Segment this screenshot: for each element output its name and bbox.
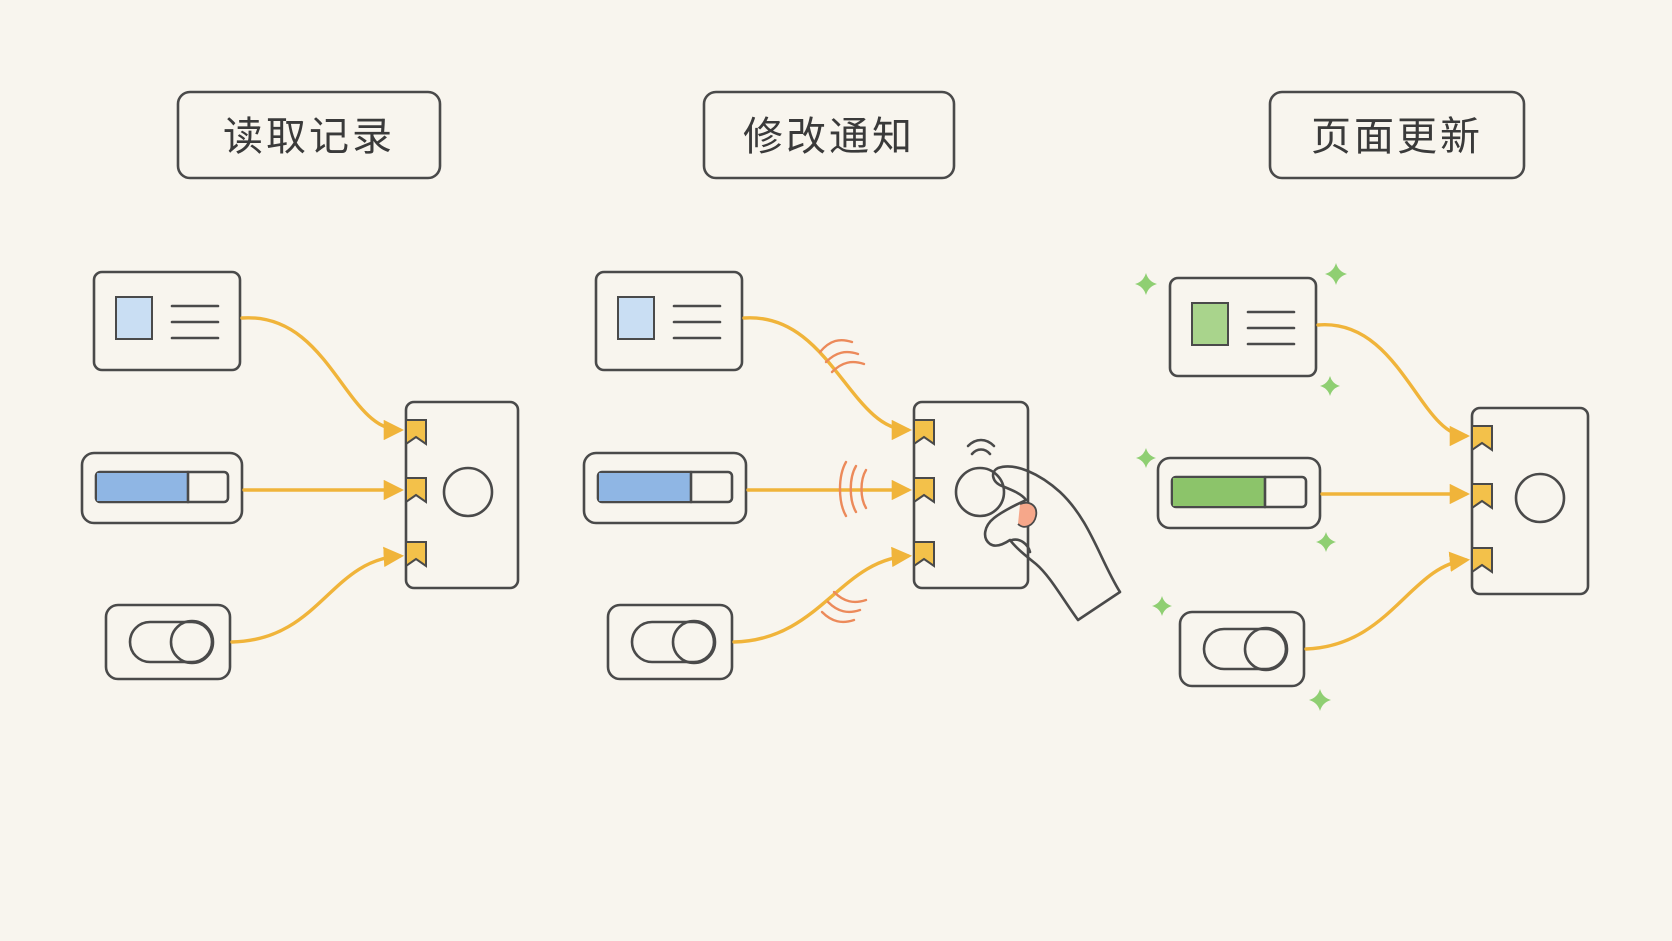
card-widget-icon xyxy=(594,270,744,372)
progress-bar-widget-icon xyxy=(80,451,244,525)
stage-read-title: 读取记录 xyxy=(223,114,395,160)
sparkle-icon xyxy=(1316,532,1336,552)
stage-read: 读取记录 xyxy=(80,90,520,681)
wire-toggle xyxy=(732,546,913,644)
stage-update: 页面更新 xyxy=(1135,90,1590,711)
card-widget-icon xyxy=(92,270,242,372)
stage-notify-title: 修改通知 xyxy=(743,114,915,160)
sparkle-icon xyxy=(1325,263,1347,285)
toggle-switch-widget-icon xyxy=(1178,610,1306,688)
wire-card xyxy=(240,316,405,441)
wire-card xyxy=(742,316,913,441)
stage-notify: 修改通知 xyxy=(582,90,1122,681)
progress-bar-widget-icon xyxy=(582,451,748,525)
sparkle-icon xyxy=(1152,596,1172,616)
card-widget-icon xyxy=(1168,276,1318,378)
record-store-icon xyxy=(912,400,1030,590)
sparkle-icon xyxy=(1135,273,1157,295)
record-store-icon xyxy=(404,400,520,590)
stage-read-title-box: 读取记录 xyxy=(176,90,442,180)
signal-wave-icon xyxy=(818,338,866,374)
sparkle-icon xyxy=(1136,448,1156,468)
signal-wave-icon xyxy=(838,460,868,518)
stage-notify-title-box: 修改通知 xyxy=(702,90,956,180)
record-store-icon xyxy=(1470,406,1590,596)
wire-toggle xyxy=(230,546,405,644)
progress-bar-widget-icon xyxy=(1156,456,1322,530)
sparkle-icon xyxy=(1320,376,1340,396)
wire-card xyxy=(1316,323,1471,447)
hand-pressing-icon xyxy=(983,465,1122,622)
sparkle-group xyxy=(1135,263,1347,711)
sparkle-icon xyxy=(1309,689,1331,711)
stage-update-title-box: 页面更新 xyxy=(1268,90,1526,180)
signal-wave-icon xyxy=(820,590,868,624)
toggle-switch-widget-icon xyxy=(606,603,734,681)
stage-update-title: 页面更新 xyxy=(1311,114,1483,160)
toggle-switch-widget-icon xyxy=(104,603,232,681)
wire-toggle xyxy=(1304,551,1471,651)
